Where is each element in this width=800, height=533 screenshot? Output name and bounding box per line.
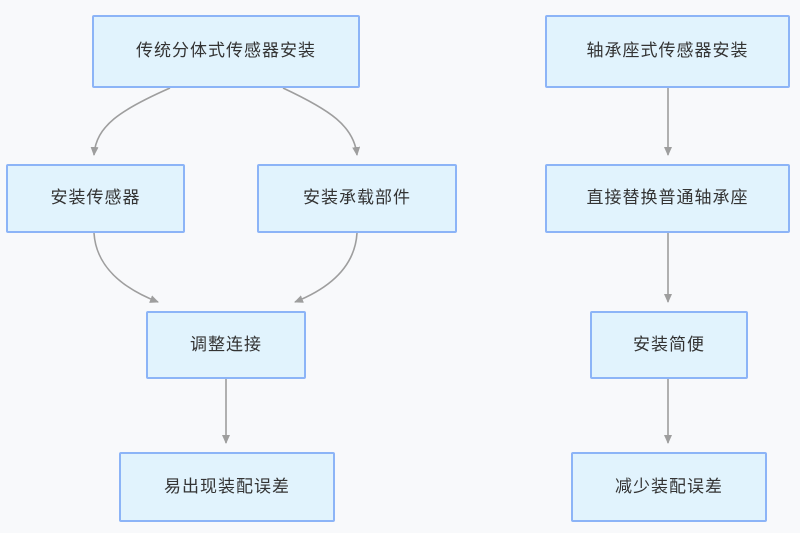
- node-install-load-bearing-part[interactable]: 安装承载部件: [257, 164, 457, 233]
- node-install-sensor[interactable]: 安装传感器: [6, 164, 185, 233]
- node-label: 安装传感器: [50, 188, 141, 209]
- node-label: 安装简便: [633, 334, 705, 355]
- node-direct-replace-bearing-seat[interactable]: 直接替换普通轴承座: [545, 164, 790, 233]
- node-label: 减少装配误差: [615, 476, 723, 497]
- node-label: 安装承载部件: [303, 188, 411, 209]
- node-easy-installation[interactable]: 安装简便: [590, 311, 748, 379]
- node-adjust-connection[interactable]: 调整连接: [146, 311, 306, 379]
- node-label: 调整连接: [190, 334, 262, 355]
- node-assembly-error-prone[interactable]: 易出现装配误差: [119, 452, 335, 522]
- edge-n1-n2: [90, 87, 171, 156]
- node-label: 直接替换普通轴承座: [586, 188, 749, 209]
- node-reduced-assembly-error[interactable]: 减少装配误差: [571, 452, 767, 522]
- edge-n3-n4: [294, 232, 358, 303]
- node-bearing-seat-sensor-install[interactable]: 轴承座式传感器安装: [545, 15, 790, 88]
- node-label: 轴承座式传感器安装: [586, 41, 749, 62]
- node-label: 易出现装配误差: [164, 476, 290, 497]
- node-label: 传统分体式传感器安装: [136, 41, 316, 62]
- edge-n2-n4: [93, 232, 159, 303]
- node-traditional-split-sensor-install[interactable]: 传统分体式传感器安装: [92, 15, 360, 88]
- edge-n1-n3: [282, 87, 361, 156]
